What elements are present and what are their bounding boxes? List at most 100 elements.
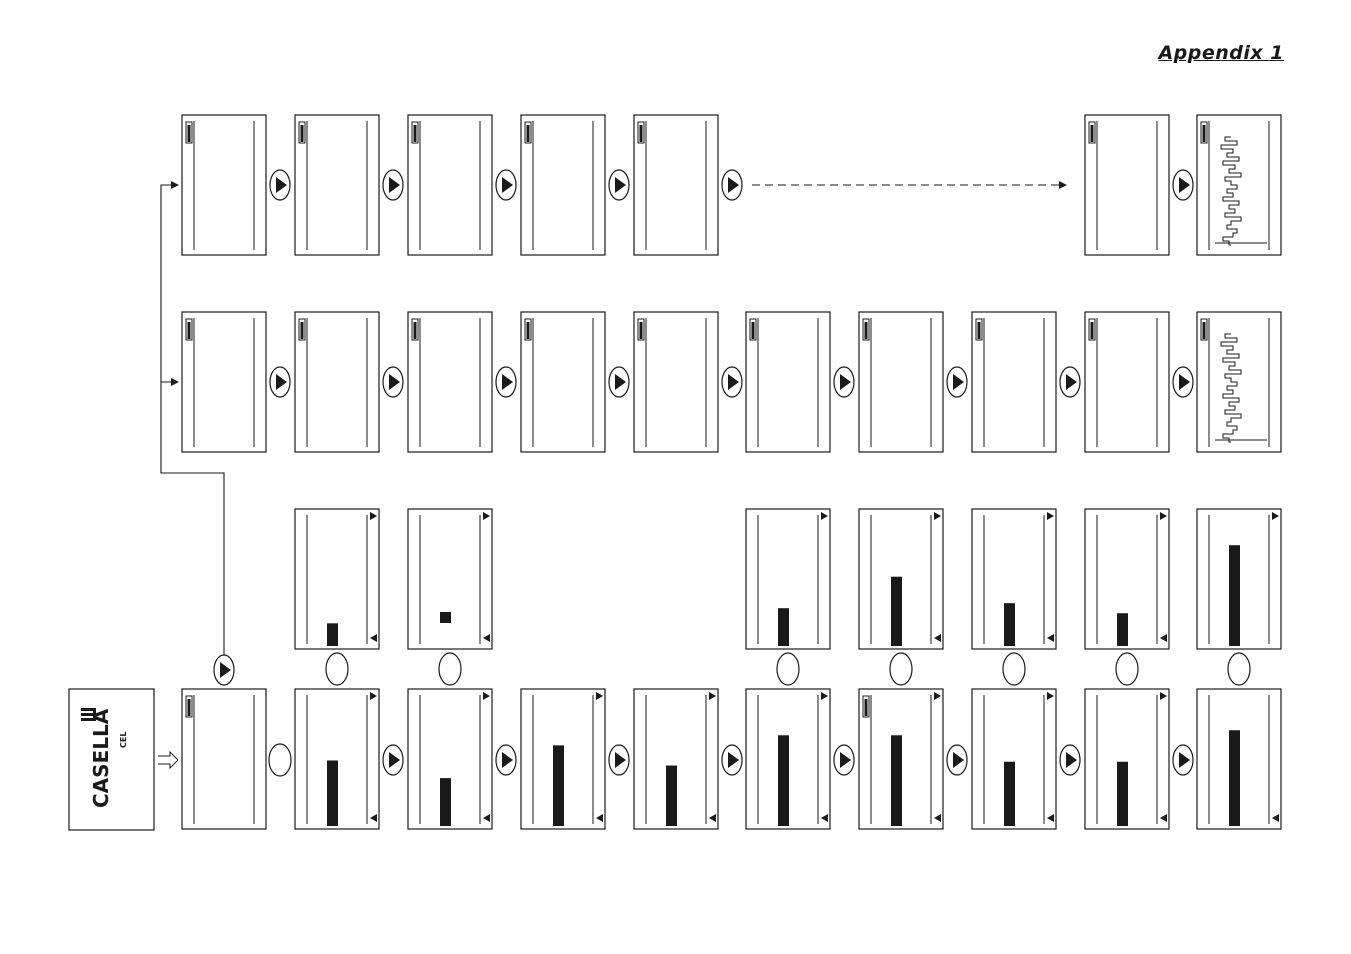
- row3-screen: [972, 509, 1056, 649]
- next-button[interactable]: [947, 745, 967, 775]
- battery-icon: [412, 319, 418, 340]
- battery-icon: [750, 319, 756, 340]
- level-bar: [327, 760, 338, 826]
- row1-screen: [295, 115, 379, 255]
- row2-screen: [859, 312, 943, 452]
- next-button[interactable]: [1173, 367, 1193, 397]
- row4-screen: [408, 689, 492, 829]
- next-button[interactable]: [496, 367, 516, 397]
- next-button[interactable]: [383, 367, 403, 397]
- battery-icon: [1089, 122, 1095, 143]
- next-button[interactable]: [609, 367, 629, 397]
- row3-screen: [1085, 509, 1169, 649]
- next-button[interactable]: [1060, 367, 1080, 397]
- level-bar: [553, 745, 564, 826]
- menu-button[interactable]: [1116, 653, 1138, 685]
- row2-screen: [1197, 312, 1281, 452]
- battery-icon: [638, 122, 644, 143]
- row1-screen: [634, 115, 718, 255]
- battery-icon: [186, 319, 192, 340]
- row4-screen: [859, 689, 943, 829]
- row1-screen: [1197, 115, 1281, 255]
- row4-screen: [521, 689, 605, 829]
- level-bar: [778, 735, 789, 826]
- casella-logo-mark: [81, 708, 96, 721]
- row4-screen: [182, 689, 266, 829]
- row4-screen: [972, 689, 1056, 829]
- menu-button[interactable]: [326, 653, 348, 685]
- next-button[interactable]: [722, 170, 742, 200]
- battery-icon: [1201, 122, 1207, 143]
- level-bar: [1229, 730, 1240, 826]
- level-bar: [1004, 762, 1015, 826]
- row1-screen: [182, 115, 266, 255]
- battery-icon: [525, 122, 531, 143]
- row3-screen: [1197, 509, 1281, 649]
- level-bar: [327, 623, 338, 646]
- level-bar: [440, 778, 451, 826]
- level-marker: [440, 612, 451, 623]
- next-button[interactable]: [722, 745, 742, 775]
- battery-icon: [976, 319, 982, 340]
- row4-screen: [634, 689, 718, 829]
- level-bar: [1117, 613, 1128, 646]
- next-button[interactable]: [609, 170, 629, 200]
- level-bar: [1117, 762, 1128, 826]
- battery-icon: [863, 319, 869, 340]
- battery-icon: [186, 696, 192, 717]
- row4-screen: [1085, 689, 1169, 829]
- level-bar: [1004, 603, 1015, 646]
- battery-icon: [1201, 319, 1207, 340]
- next-button[interactable]: [1060, 745, 1080, 775]
- level-bar: [778, 608, 789, 646]
- menu-button[interactable]: [777, 653, 799, 685]
- next-button[interactable]: [834, 367, 854, 397]
- next-button[interactable]: [214, 655, 234, 685]
- battery-icon: [525, 319, 531, 340]
- battery-icon: [638, 319, 644, 340]
- next-button[interactable]: [383, 745, 403, 775]
- next-button[interactable]: [270, 170, 290, 200]
- next-button[interactable]: [947, 367, 967, 397]
- level-bar: [666, 766, 677, 826]
- battery-icon: [299, 319, 305, 340]
- next-button[interactable]: [496, 170, 516, 200]
- menu-button[interactable]: [269, 744, 291, 776]
- battery-icon: [299, 122, 305, 143]
- menu-button[interactable]: [1228, 653, 1250, 685]
- next-button[interactable]: [722, 367, 742, 397]
- level-bar: [1229, 545, 1240, 646]
- menu-button[interactable]: [439, 653, 461, 685]
- row4-screen: [295, 689, 379, 829]
- row2-screen: [972, 312, 1056, 452]
- next-button[interactable]: [609, 745, 629, 775]
- next-button[interactable]: [1173, 745, 1193, 775]
- battery-icon: [863, 696, 869, 717]
- next-button[interactable]: [834, 745, 854, 775]
- brand-sub: CEL: [119, 732, 128, 748]
- next-button[interactable]: [270, 367, 290, 397]
- menu-button[interactable]: [890, 653, 912, 685]
- brand-name: CASELLA: [89, 708, 113, 808]
- battery-icon: [186, 122, 192, 143]
- battery-icon: [412, 122, 418, 143]
- casella-logo-box: CASELLA CEL: [69, 689, 154, 830]
- row3-screen: [408, 509, 492, 649]
- start-arrow-icon: [158, 752, 178, 768]
- next-button[interactable]: [383, 170, 403, 200]
- row3-screen: [746, 509, 830, 649]
- menu-button[interactable]: [1003, 653, 1025, 685]
- row4-screen: [1197, 689, 1281, 829]
- next-button[interactable]: [1173, 170, 1193, 200]
- next-button[interactable]: [496, 745, 516, 775]
- row4-screen: [746, 689, 830, 829]
- row2-screen: [182, 312, 266, 452]
- row3-screen: [859, 509, 943, 649]
- level-bar: [891, 577, 902, 646]
- row1-screen: [408, 115, 492, 255]
- row1-screen: [1085, 115, 1169, 255]
- row2-screen: [746, 312, 830, 452]
- row2-screen: [295, 312, 379, 452]
- row2-screen: [521, 312, 605, 452]
